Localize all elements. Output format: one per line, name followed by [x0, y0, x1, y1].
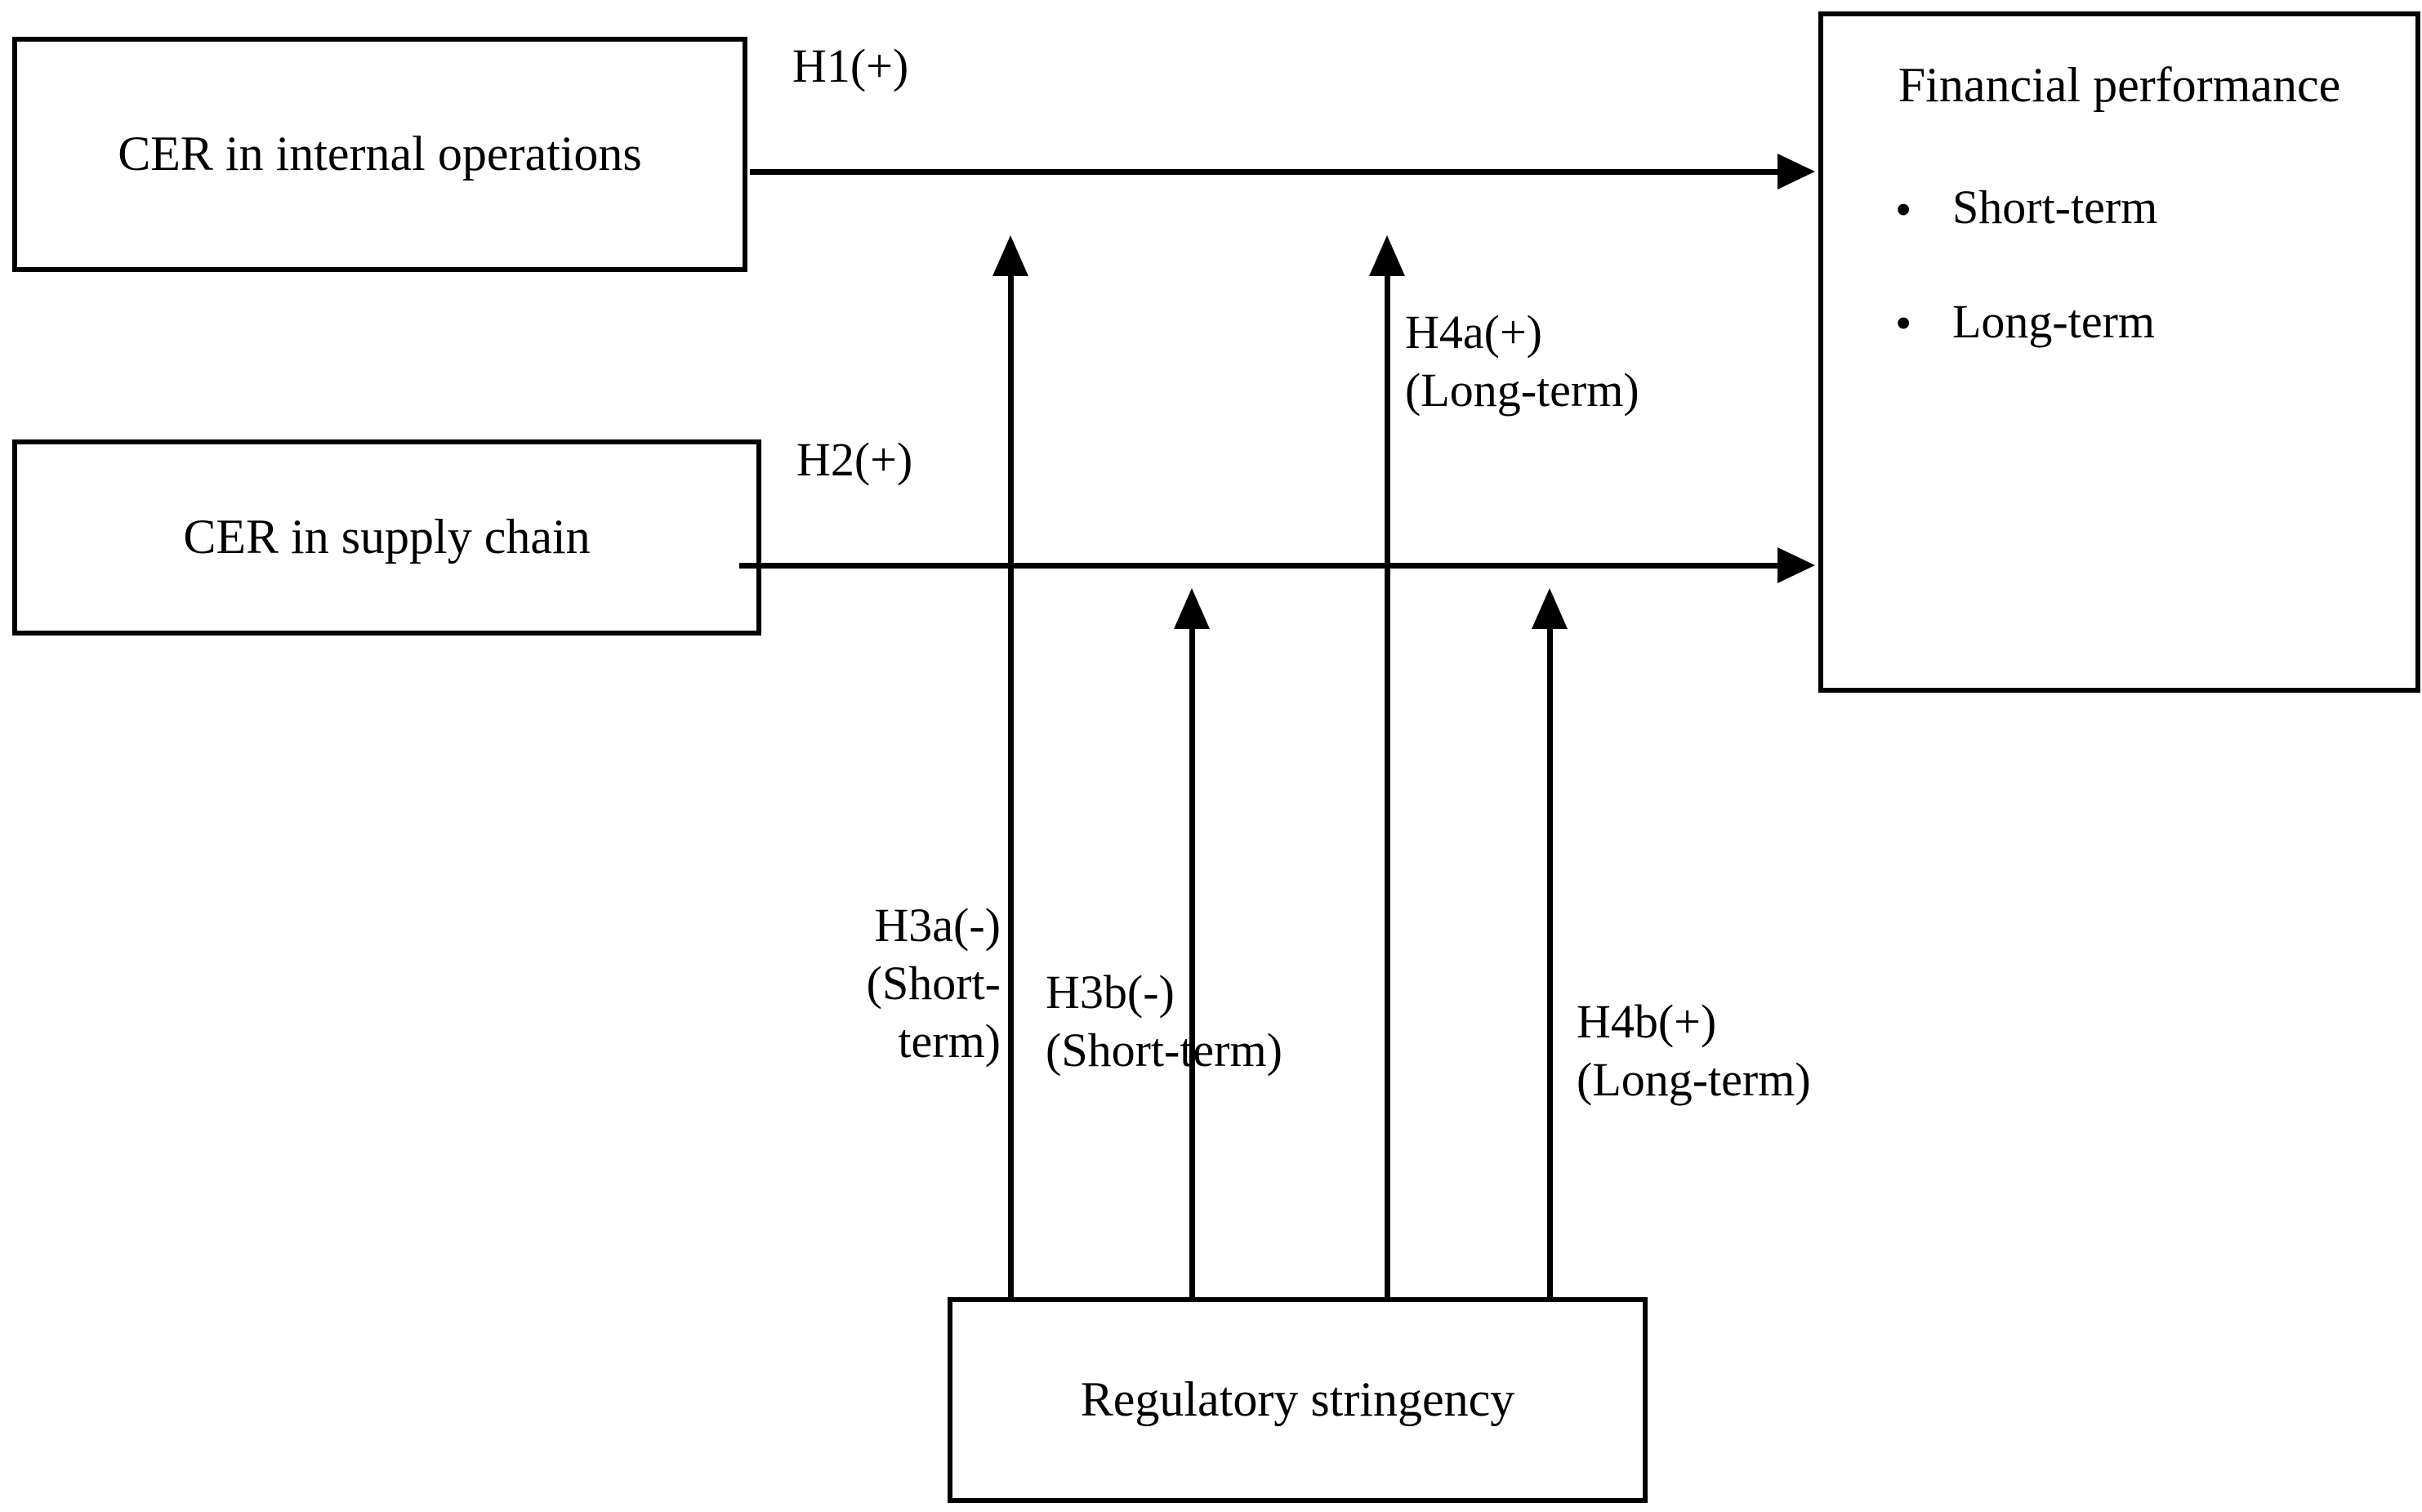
node-cer-internal-operations[interactable]: CER in internal operations — [12, 37, 747, 272]
edge-h4b-line — [1547, 627, 1553, 1299]
node-cer-internal-operations-label: CER in internal operations — [118, 127, 642, 181]
node-cer-supply-chain-label: CER in supply chain — [183, 510, 591, 564]
list-item: • Long-term — [1895, 293, 2415, 350]
node-financial-performance[interactable]: Financial performance • Short-term • Lon… — [1818, 11, 2420, 693]
edge-h2-line — [739, 563, 1777, 569]
list-item: • Short-term — [1895, 179, 2415, 236]
edge-label-h4a: H4a(+) (Long-term) — [1405, 306, 1639, 417]
edge-label-h2: H2(+) — [796, 433, 913, 486]
list-item-label: Long-term — [1952, 294, 2156, 348]
list-item-label: Short-term — [1952, 181, 2158, 234]
bullet-dot-icon: • — [1895, 297, 1912, 350]
edge-h3b-arrowhead-icon — [1174, 588, 1210, 629]
node-cer-supply-chain[interactable]: CER in supply chain — [12, 439, 761, 636]
bullet-dot-icon: • — [1895, 182, 1912, 236]
edge-h1-arrowhead-icon — [1777, 154, 1815, 190]
edge-h3a-line — [1008, 274, 1014, 1299]
financial-performance-bullet-list: • Short-term • Long-term — [1823, 179, 2415, 407]
edge-h4a-line — [1385, 274, 1390, 1299]
node-financial-performance-label: Financial performance — [1898, 58, 2341, 112]
edge-h3b-line — [1189, 627, 1195, 1299]
node-regulatory-stringency-label: Regulatory stringency — [1080, 1372, 1515, 1427]
edge-h4a-arrowhead-icon — [1369, 235, 1405, 276]
edge-label-h1: H1(+) — [792, 39, 909, 92]
edge-h2-arrowhead-icon — [1777, 547, 1815, 583]
node-regulatory-stringency[interactable]: Regulatory stringency — [948, 1297, 1648, 1503]
edge-h3a-arrowhead-icon — [992, 235, 1028, 276]
edge-h4b-arrowhead-icon — [1532, 588, 1568, 629]
edge-label-h4b: H4b(+) (Long-term) — [1577, 995, 1811, 1106]
edge-label-h3a: H3a(-) (Short-term) — [866, 899, 1001, 1068]
edge-h1-line — [750, 169, 1777, 175]
edge-label-h3b: H3b(-) (Short-term) — [1046, 966, 1282, 1077]
